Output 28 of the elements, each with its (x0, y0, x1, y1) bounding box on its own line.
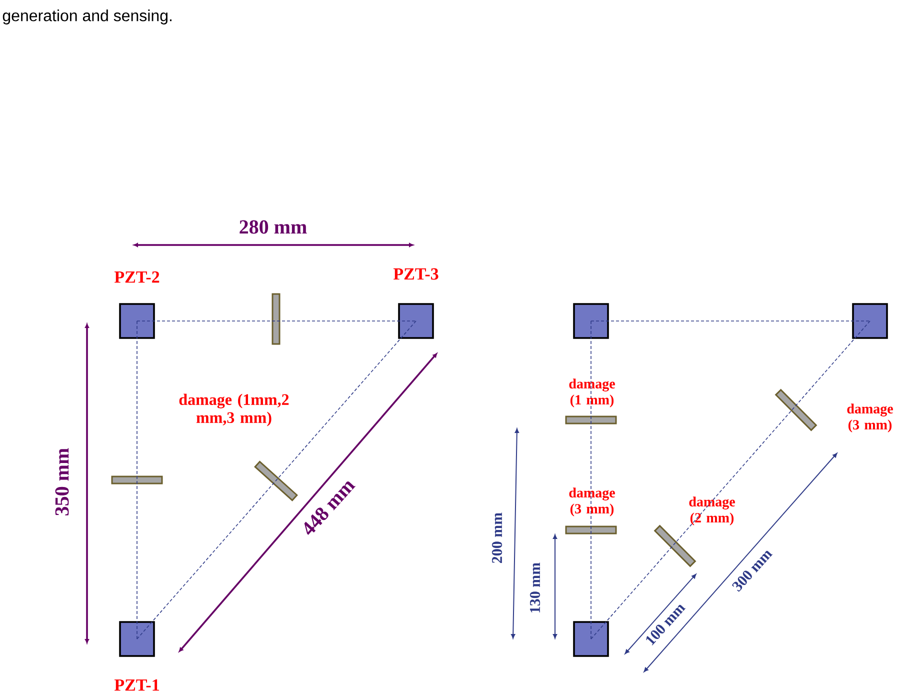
sensor-label: PZT-3 (393, 268, 438, 280)
sensor-label: PZT-1 (114, 679, 159, 691)
caption: generation and sensing. (2, 10, 172, 24)
damage-label: damage (2 mm) (689, 496, 735, 526)
dimension-label: 200 mm (492, 512, 502, 563)
sensor-square (398, 303, 434, 339)
sensor-square (573, 621, 609, 657)
dimension-label: 130 mm (530, 562, 540, 612)
dashed-line (590, 320, 870, 322)
dimension-label: 100 mm (646, 604, 686, 646)
sensor-square (852, 303, 888, 339)
sensor-square (119, 303, 155, 339)
sensor-square (119, 621, 155, 657)
dashed-line (136, 320, 138, 640)
dimension-label: 280 mm (240, 220, 307, 234)
dashed-line (136, 320, 416, 322)
dimension-label: 448 mm (304, 482, 356, 535)
dimension-label: 350 mm (55, 448, 69, 516)
damage-label: damage (3 mm) (847, 404, 893, 432)
sensor-label: PZT-2 (114, 271, 160, 283)
sensor-square (573, 303, 609, 339)
dimension-label: 300 mm (732, 550, 773, 592)
damage-label: damage (1 mm) (569, 378, 615, 408)
dashed-line (590, 320, 592, 640)
dashed-line (590, 320, 870, 640)
damage-label: damage (1mm,2 mm,3 mm) (179, 394, 289, 426)
damage-label: damage (3 mm) (569, 488, 615, 516)
dashed-line (136, 320, 416, 640)
